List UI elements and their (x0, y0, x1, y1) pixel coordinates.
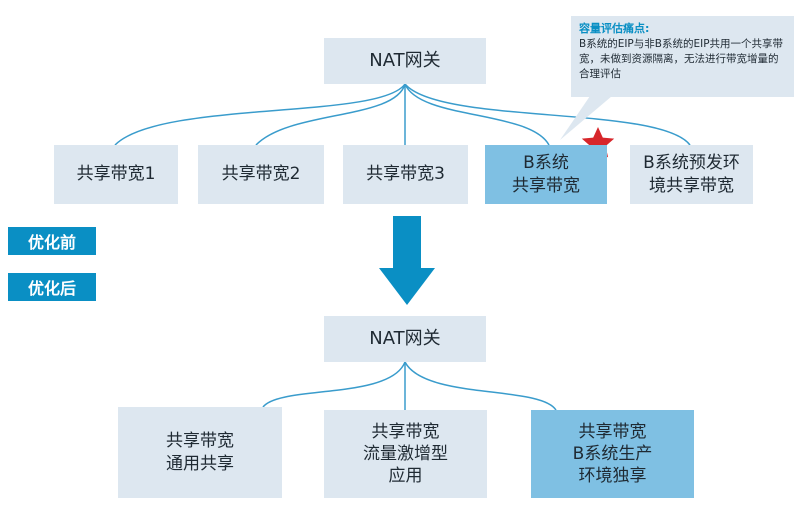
bottom-connectors (262, 361, 557, 411)
nat-gateway-after: NAT网关 (324, 316, 486, 362)
connector-line (262, 361, 406, 408)
pain-point-callout: 容量评估痛点: B系统的EIP与非B系统的EIP共用一个共享带宽，未做到资源隔离… (571, 16, 794, 97)
bandwidth-box-b-system: B系统 共享带宽 (485, 145, 607, 204)
callout-title: 容量评估痛点: (579, 22, 650, 35)
bandwidth-box-2: 共享带宽2 (198, 145, 324, 204)
top-connectors (114, 83, 691, 146)
connector-line (404, 83, 691, 146)
bandwidth-box-general: 共享带宽 通用共享 (118, 407, 282, 498)
bandwidth-box-b-prestaging: B系统预发环 境共享带宽 (630, 145, 753, 204)
after-optimization-tag: 优化后 (8, 273, 96, 301)
callout-body: B系统的EIP与非B系统的EIP共用一个共享带宽，未做到资源隔离，无法进行带宽增… (579, 37, 784, 81)
connector-line (404, 83, 550, 146)
bandwidth-box-surge: 共享带宽 流量激增型 应用 (324, 410, 487, 498)
connector-line (114, 83, 406, 146)
bandwidth-box-1: 共享带宽1 (54, 145, 178, 204)
before-optimization-tag: 优化前 (8, 227, 96, 255)
connector-line (255, 83, 406, 146)
bandwidth-box-3: 共享带宽3 (343, 145, 468, 204)
down-arrow-icon (379, 216, 435, 305)
connector-line (404, 361, 557, 411)
nat-gateway-before: NAT网关 (324, 38, 486, 84)
bandwidth-box-b-production: 共享带宽 B系统生产 环境独享 (531, 410, 694, 498)
callout-pointer (560, 96, 612, 140)
